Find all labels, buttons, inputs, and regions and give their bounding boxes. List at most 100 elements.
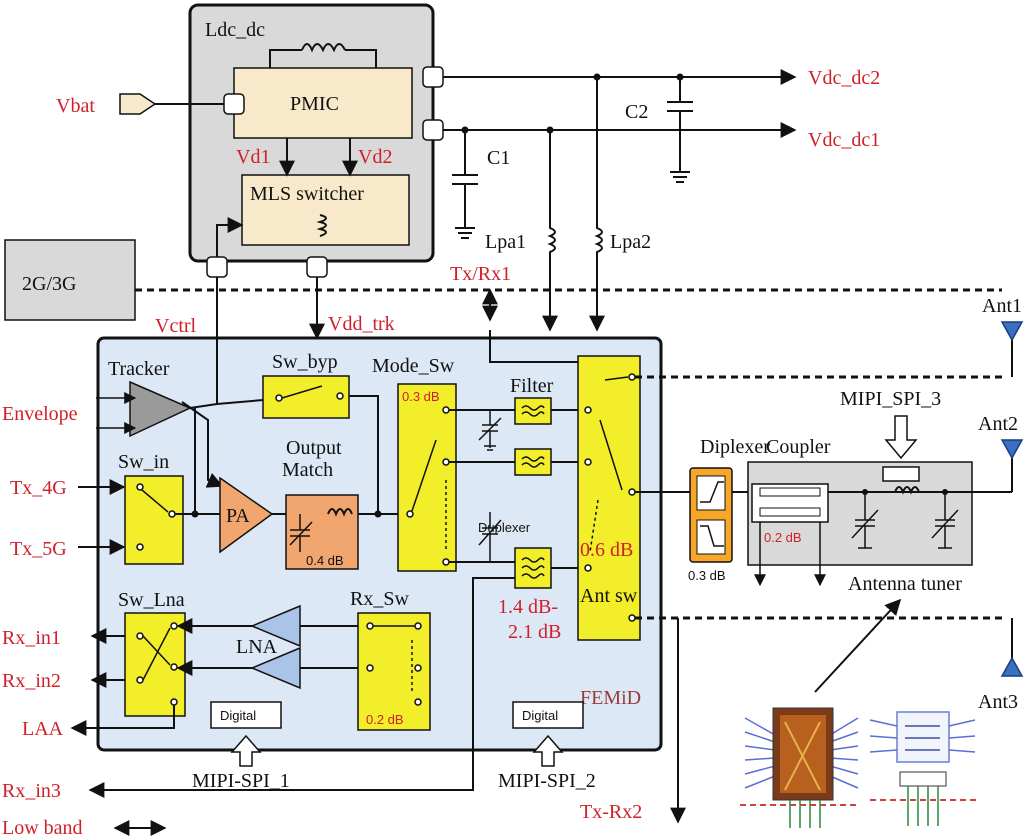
envelope-label: Envelope <box>2 403 78 425</box>
sw-lna-blades <box>142 627 171 681</box>
mode-sw-pin-1 <box>442 406 450 414</box>
vdd-trk-label: Vdd_trk <box>328 313 395 335</box>
coupler-label: Coupler <box>766 436 831 458</box>
pa-amplifier <box>219 476 274 554</box>
rx-sw-pin-2 <box>366 664 374 672</box>
ant1-icon <box>1000 321 1024 342</box>
rx-in1-label: Rx_in1 <box>2 627 61 649</box>
sw-lna-pin-3 <box>170 622 178 630</box>
mipi1-label: MIPI-SPI_1 <box>192 770 290 792</box>
mode-sw-block <box>397 383 457 572</box>
duplexer-loss-2: 2.1 dB <box>508 621 561 643</box>
c1-capacitor <box>452 130 478 239</box>
duplexer-tuning-cap <box>478 512 502 562</box>
mode-sw-pin-in <box>406 510 414 518</box>
mipi2-arrow <box>532 734 564 767</box>
coupler-line-2 <box>759 507 821 517</box>
duplexer-icon <box>521 557 545 579</box>
lpa2-label: Lpa2 <box>610 231 651 253</box>
rx-sw-label: Rx_Sw <box>350 588 409 610</box>
ant-sw-pin-ant1 <box>628 373 636 381</box>
lpa1-label: Lpa1 <box>485 231 526 253</box>
ant2-icon <box>1000 439 1024 460</box>
ldc-inductor <box>301 43 346 53</box>
femid-module <box>96 336 663 752</box>
sw-in-pin-out <box>168 510 176 518</box>
2g3g-block <box>4 239 136 321</box>
filter-block-2 <box>514 448 552 476</box>
lpa1-inductor <box>542 130 558 332</box>
low-band-label: Low band <box>2 817 83 839</box>
ant-sw-pin-2 <box>584 458 592 466</box>
sw-byp-pin-b <box>336 392 344 400</box>
pmic-block <box>233 67 413 139</box>
laa-label: LAA <box>22 718 64 740</box>
mode-sw-out-wires <box>449 409 515 563</box>
sw-in-blade <box>141 489 169 513</box>
lna-label: LNA <box>236 636 278 658</box>
sw-in-label: Sw_in <box>118 451 169 473</box>
ant-sw-pin-1 <box>584 406 592 414</box>
pmic-pin-vctrl <box>206 256 228 278</box>
output-match-inductor <box>327 508 353 517</box>
pa-label: PA <box>226 505 250 527</box>
diplexer-lowpass <box>696 475 726 511</box>
c2-label: C2 <box>625 101 648 123</box>
sw-lna-pin-2 <box>136 676 144 684</box>
pmic-pin-vbat <box>223 93 245 115</box>
digital-label-2: Digital <box>522 708 558 723</box>
coupler-loss: 0.2 dB <box>764 530 802 545</box>
diplexer-loss: 0.3 dB <box>688 568 726 583</box>
ant2-label: Ant2 <box>978 413 1018 435</box>
mipi3-label: MIPI_SPI_3 <box>840 388 941 410</box>
ant3-label: Ant3 <box>978 691 1018 713</box>
sw-in-pin-5g <box>136 543 144 551</box>
rx-sw-pin-5 <box>414 698 422 706</box>
filter-block-1 <box>514 397 552 425</box>
lpa2-inductor <box>589 77 605 332</box>
vdc-dc2-label: Vdc_dc2 <box>808 67 880 89</box>
ant-sw-loss: 0.6 dB <box>580 539 633 561</box>
rx-sw-pin-3 <box>414 622 422 630</box>
sw-in-block <box>124 475 184 565</box>
mls-inductor <box>316 214 327 237</box>
sw-in-pin-4g <box>136 483 144 491</box>
2g3g-label: 2G/3G <box>22 273 76 295</box>
ant-sw-dots <box>589 499 599 553</box>
rx-sw-pin-4 <box>414 664 422 672</box>
tracker-label: Tracker <box>108 358 170 380</box>
digital-block-2 <box>512 701 584 729</box>
digital-label-1: Digital <box>220 708 256 723</box>
ant-sw-blade <box>599 376 629 491</box>
sw-byp-pin-a <box>275 394 283 402</box>
mipi3-arrow <box>884 415 918 460</box>
tuner-chip-image-2 <box>869 711 980 826</box>
tuner-varactor-1 <box>851 492 879 549</box>
filter-2-icon <box>521 456 545 468</box>
output-match-block <box>285 494 359 570</box>
output-match-loss: 0.4 dB <box>306 553 344 568</box>
vctrl-wire <box>216 225 242 404</box>
diplexer-label: Diplexer <box>700 436 770 458</box>
mipi2-label: MIPI-SPI_2 <box>498 770 596 792</box>
ant-sw-pin-ant2 <box>628 488 636 496</box>
sw-byp-blade <box>281 385 323 399</box>
mode-sw-label: Mode_Sw <box>372 355 455 377</box>
filter-1-icon <box>521 405 545 417</box>
vbat-port <box>119 93 157 115</box>
mipi1-arrow <box>230 734 262 767</box>
tuner-inductor <box>894 486 920 495</box>
filter-tuning-cap <box>478 410 502 451</box>
mode-sw-pin-3 <box>442 558 450 566</box>
tx-rx2-label: Tx-Rx2 <box>580 801 642 823</box>
vbat-label: Vbat <box>56 95 95 117</box>
digital-block-1 <box>210 701 282 729</box>
rx-sw-pin-1 <box>366 622 374 630</box>
rx-in2-label: Rx_in2 <box>2 670 61 692</box>
c2-capacitor <box>667 77 693 183</box>
ant3-icon <box>1000 656 1024 677</box>
output-match-label-1: Output <box>286 437 342 459</box>
tuner-control-box <box>882 466 920 482</box>
